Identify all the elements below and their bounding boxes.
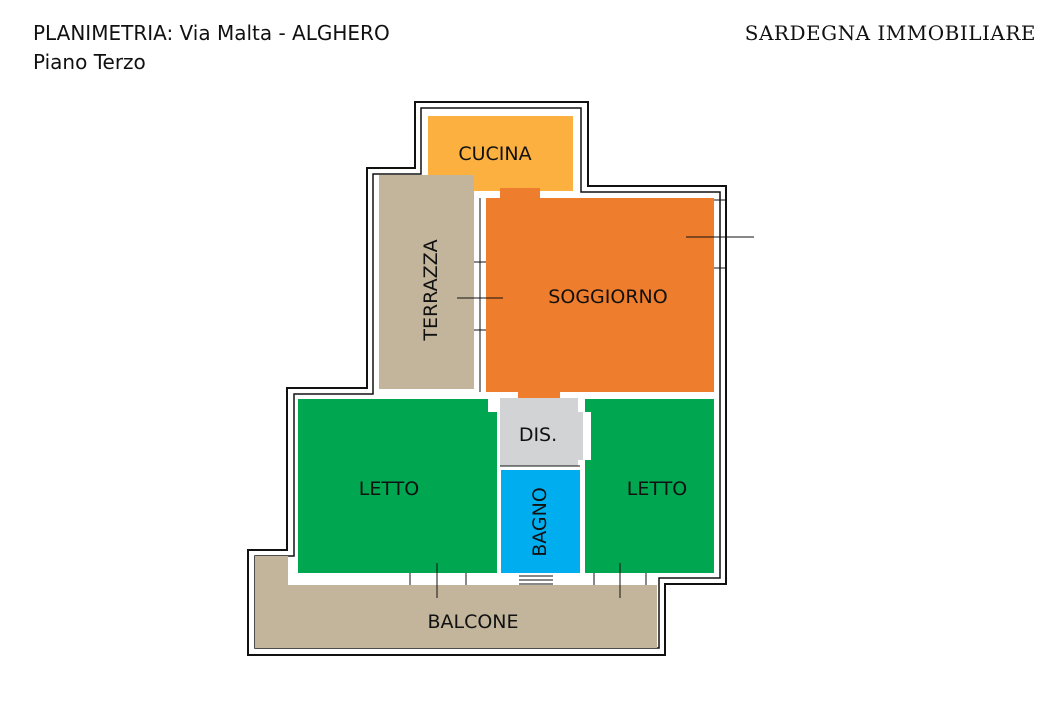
- label-balcone: BALCONE: [427, 611, 518, 633]
- room-soggiorno: [486, 198, 714, 392]
- doorway-soggiorno-dis: [518, 388, 560, 400]
- room-balcone: [255, 556, 657, 648]
- room-letto-left: [298, 399, 497, 573]
- room-dis: [500, 398, 583, 466]
- doorway-cucina-soggiorno: [500, 188, 540, 200]
- floor-label: Piano Terzo: [33, 50, 146, 74]
- agency-name: SARDEGNA IMMOBILIARE: [744, 21, 1036, 45]
- label-terrazza: TERRAZZA: [420, 239, 442, 341]
- label-letto-right: LETTO: [627, 478, 687, 500]
- window-marks: [409, 199, 754, 598]
- room-bagno: [501, 470, 580, 573]
- label-soggiorno: SOGGIORNO: [548, 286, 667, 308]
- label-letto-left: LETTO: [359, 478, 419, 500]
- plan-title: PLANIMETRIA: Via Malta - ALGHERO: [33, 21, 390, 45]
- label-bagno: BAGNO: [529, 487, 551, 557]
- room-letto-right: [585, 399, 714, 573]
- label-cucina: CUCINA: [458, 143, 531, 165]
- label-dis: DIS.: [519, 424, 557, 446]
- room-terrazza: [379, 175, 474, 389]
